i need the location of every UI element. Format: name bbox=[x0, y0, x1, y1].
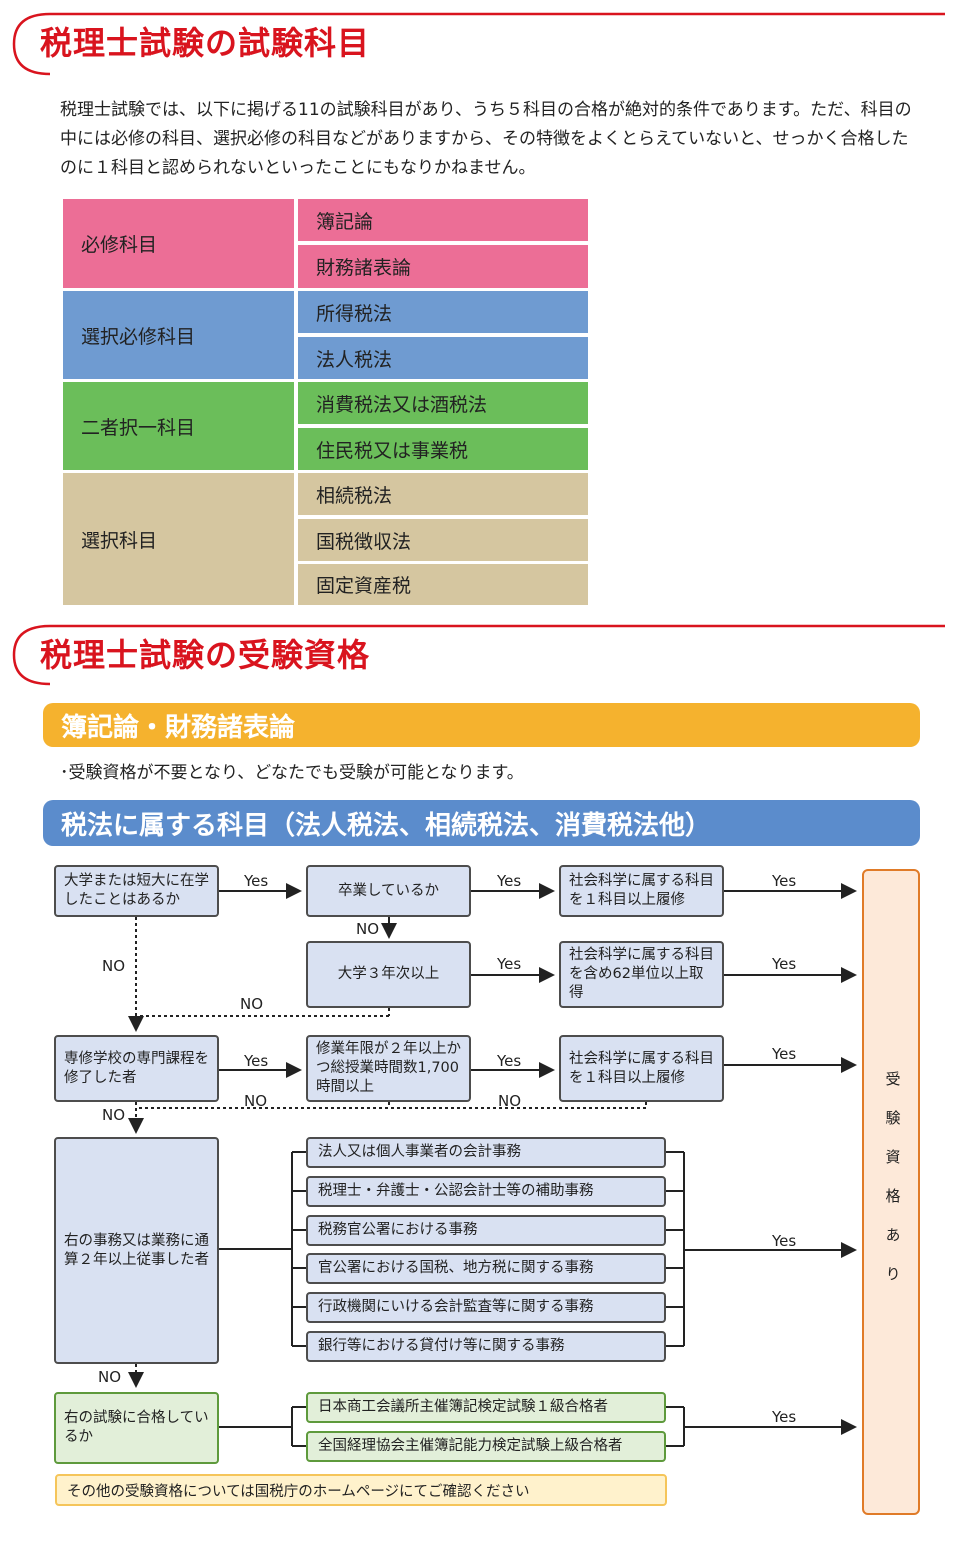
job-item: 銀行等における貸付け等に関する事務 bbox=[306, 1331, 666, 1362]
tax-law-bar: 税法に属する科目（法人税法、相続税法、消費税法他） bbox=[43, 800, 920, 846]
section-header-subjects: 税理士試験の試験科目 bbox=[10, 8, 945, 76]
subject-cell: 所得税法 bbox=[298, 291, 588, 333]
subject-cell: 法人税法 bbox=[298, 337, 588, 379]
category-cell: 選択必修科目 bbox=[63, 291, 294, 379]
section-title: 税理士試験の試験科目 bbox=[40, 24, 371, 62]
subject-cell: 住民税又は事業税 bbox=[298, 428, 588, 470]
no-label: NO bbox=[240, 995, 264, 1013]
question-exam-passed: 右の試験に合格しているか bbox=[54, 1392, 219, 1464]
intro-paragraph: 税理士試験では、以下に掲げる11の試験科目があり、うち５科目の合格が絶対的条件で… bbox=[60, 100, 912, 178]
subject-cell: 消費税法又は酒税法 bbox=[298, 382, 588, 424]
yes-label: Yes bbox=[772, 1408, 797, 1426]
job-item: 法人又は個人事業者の会計事務 bbox=[306, 1137, 666, 1168]
exam-item: 日本商工会議所主催簿記検定試験１級合格者 bbox=[306, 1392, 666, 1423]
requirement-62-credits: 社会科学に属する科目を含め62単位以上取得 bbox=[559, 941, 724, 1008]
question-vocational-school: 専修学校の専門課程を修了した者 bbox=[54, 1035, 219, 1102]
exam-item: 全国経理協会主催簿記能力検定試験上級合格者 bbox=[306, 1431, 666, 1462]
yes-label: Yes bbox=[497, 872, 522, 890]
section-header-ornament bbox=[12, 12, 945, 76]
question-university: 大学または短大に在学したことはあるか bbox=[54, 865, 219, 917]
no-label: NO bbox=[102, 1106, 126, 1124]
subject-cell: 相続税法 bbox=[298, 473, 588, 515]
footnote-nta-homepage: その他の受験資格については国税庁のホームページにてご確認ください bbox=[55, 1474, 667, 1506]
no-label: NO bbox=[498, 1092, 522, 1110]
yes-label: Yes bbox=[497, 955, 522, 973]
yes-label: Yes bbox=[772, 1232, 797, 1250]
yes-label: Yes bbox=[772, 1045, 797, 1063]
requirement-study-hours: 修業年限が２年以上かつ総授業時間数1,700 時間以上 bbox=[306, 1035, 471, 1102]
yes-label: Yes bbox=[244, 1052, 269, 1070]
category-cell: 二者択一科目 bbox=[63, 382, 294, 470]
bookkeeping-bar: 簿記論・財務諸表論 bbox=[43, 703, 920, 747]
job-item: 税務官公署における事務 bbox=[306, 1215, 666, 1246]
job-item: 税理士・弁護士・公認会計士等の補助事務 bbox=[306, 1176, 666, 1207]
no-label: NO bbox=[102, 957, 126, 975]
result-eligible-text: 受験資格あり bbox=[883, 1071, 902, 1305]
result-eligible-box: 受験資格あり bbox=[862, 869, 920, 1515]
yes-label: Yes bbox=[244, 872, 269, 890]
section-header-ornament bbox=[12, 624, 945, 686]
category-cell: 選択科目 bbox=[63, 473, 294, 605]
no-label: NO bbox=[244, 1092, 268, 1110]
yes-label: Yes bbox=[497, 1052, 522, 1070]
question-third-year: 大学３年次以上 bbox=[306, 941, 471, 1008]
section-title: 税理士試験の受験資格 bbox=[40, 636, 371, 674]
subject-cell: 簿記論 bbox=[298, 199, 588, 241]
question-graduated: 卒業しているか bbox=[306, 865, 471, 917]
category-cell: 必修科目 bbox=[63, 199, 294, 288]
yes-label: Yes bbox=[772, 955, 797, 973]
requirement-social-science-1: 社会科学に属する科目を１科目以上履修 bbox=[559, 865, 724, 917]
job-item: 行政機関にいける会計監査等に関する事務 bbox=[306, 1292, 666, 1323]
question-work-experience: 右の事務又は業務に通算２年以上従事した者 bbox=[54, 1137, 219, 1364]
section-header-eligibility: 税理士試験の受験資格 bbox=[10, 620, 945, 686]
no-requirement-note: ･受験資格が不要となり、どなたでも受験が可能となります。 bbox=[60, 763, 524, 783]
subject-cell: 固定資産税 bbox=[298, 564, 588, 605]
yes-label: Yes bbox=[772, 872, 797, 890]
subject-cell: 国税徴収法 bbox=[298, 519, 588, 561]
requirement-social-science-2: 社会科学に属する科目を１科目以上履修 bbox=[559, 1035, 724, 1102]
no-label: NO bbox=[98, 1368, 122, 1386]
subject-cell: 財務諸表論 bbox=[298, 245, 588, 288]
no-label: NO bbox=[356, 920, 380, 938]
job-item: 官公署における国税、地方税に関する事務 bbox=[306, 1253, 666, 1284]
